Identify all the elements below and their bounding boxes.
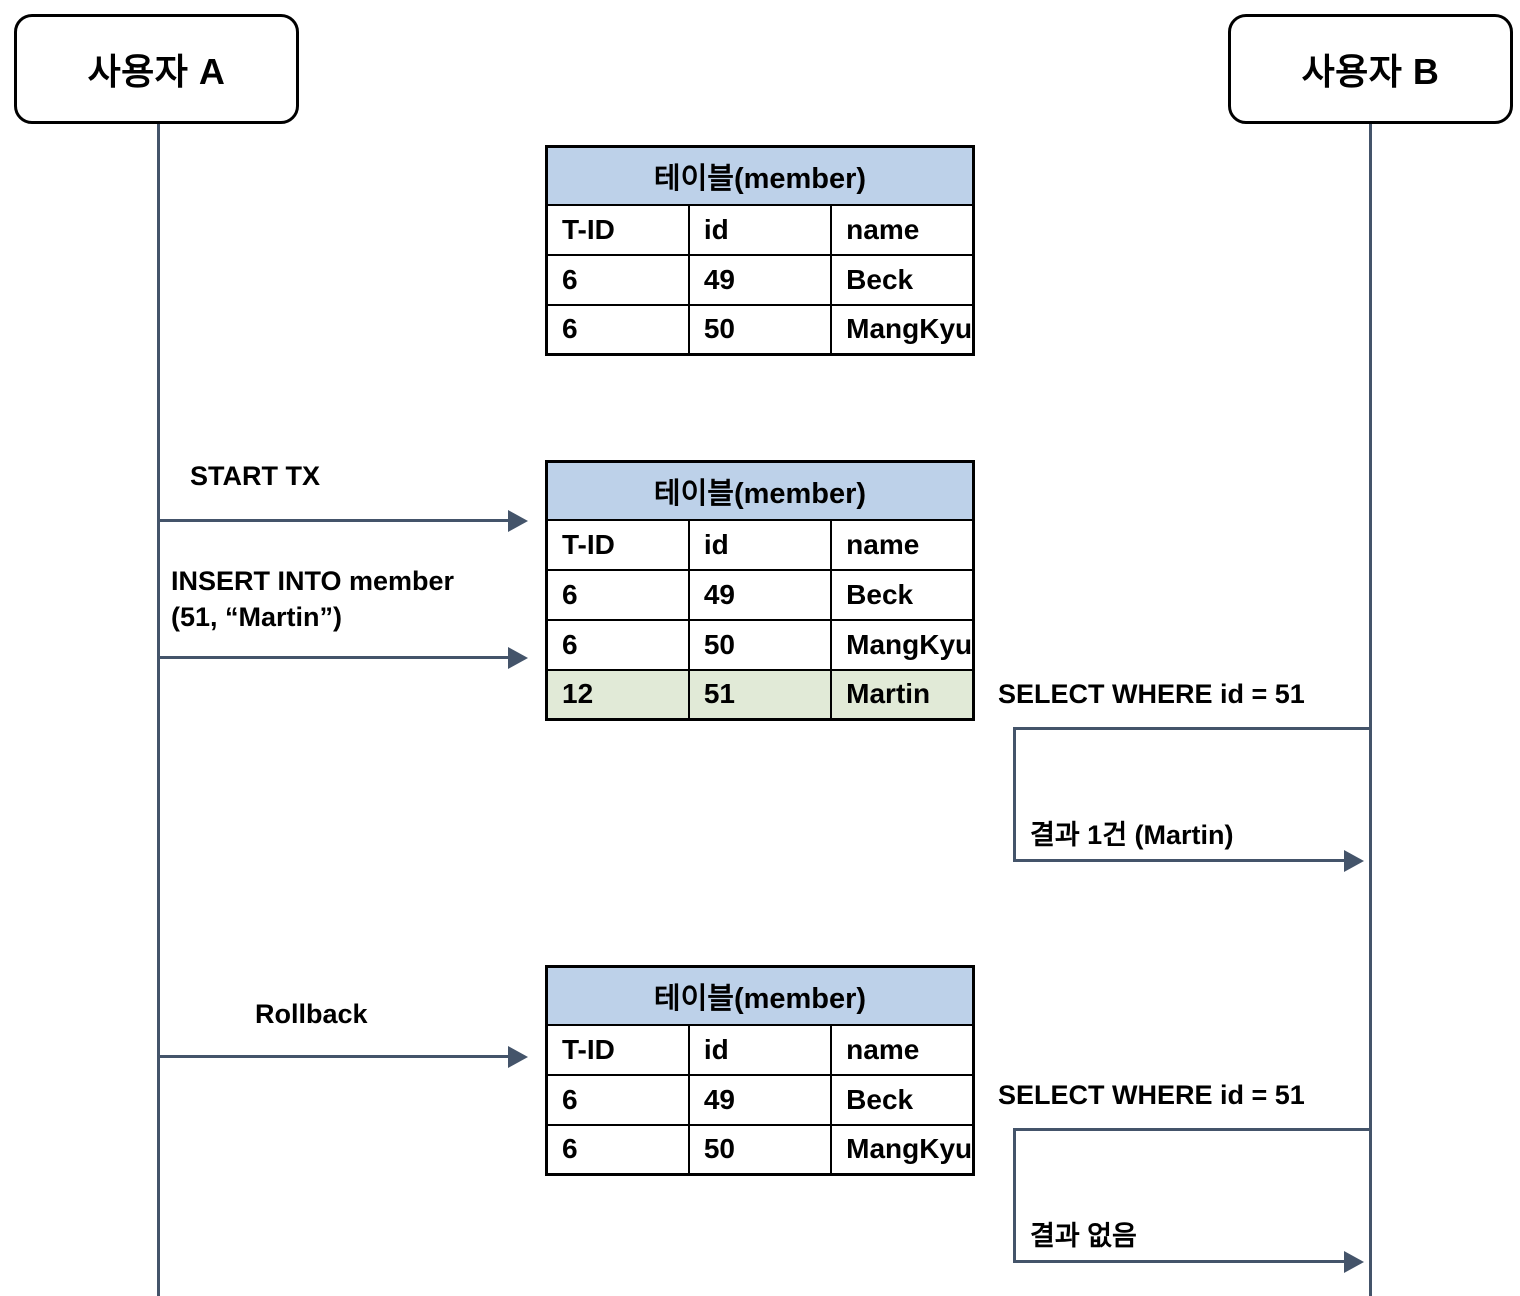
table-row: 6 50 MangKyu (545, 303, 975, 356)
message-label-rollback: Rollback (255, 999, 368, 1029)
lifeline-user-b (1369, 124, 1372, 1296)
cell-name: MangKyu (830, 303, 975, 356)
actor-user-b-label: 사용자 B (1301, 51, 1440, 92)
actor-user-a: 사용자 A (14, 14, 299, 124)
table-title: 테이블(member) (545, 145, 975, 206)
table-row-highlighted: 12 51 Martin (545, 668, 975, 721)
self-call-line-top-2 (1013, 1128, 1371, 1131)
cell-name: Martin (830, 668, 975, 721)
cell-name: MangKyu (830, 618, 975, 671)
column-header-name: name (830, 518, 975, 571)
self-call-label-select-2: SELECT WHERE id = 51 (998, 1080, 1305, 1110)
table-header-row: T-ID id name (545, 1023, 975, 1076)
self-call-result-label-1: 결과 1건 (Martin) (1030, 820, 1234, 850)
table-title: 테이블(member) (545, 965, 975, 1026)
cell-id: 50 (687, 1123, 833, 1176)
table-title-row: 테이블(member) (545, 460, 975, 521)
message-label-start-tx: START TX (190, 461, 320, 491)
column-header-id: id (687, 518, 833, 571)
member-table-with-uncommitted-row: 테이블(member) T-ID id name 6 49 Beck 6 50 … (545, 460, 975, 721)
member-table-after-rollback: 테이블(member) T-ID id name 6 49 Beck 6 50 … (545, 965, 975, 1176)
table-row: 6 50 MangKyu (545, 1123, 975, 1176)
cell-tid: 6 (545, 618, 690, 671)
cell-tid: 12 (545, 668, 690, 721)
table-row: 6 49 Beck (545, 1073, 975, 1126)
table-row: 6 50 MangKyu (545, 618, 975, 671)
cell-id: 49 (687, 253, 833, 306)
cell-name: Beck (830, 1073, 975, 1126)
cell-id: 51 (687, 668, 833, 721)
cell-id: 50 (687, 618, 833, 671)
message-arrow-start-tx (158, 519, 510, 522)
cell-tid: 6 (545, 1123, 690, 1176)
actor-user-b: 사용자 B (1228, 14, 1513, 124)
cell-tid: 6 (545, 568, 690, 621)
self-call-line-top-1 (1013, 727, 1371, 730)
cell-tid: 6 (545, 1073, 690, 1126)
cell-id: 50 (687, 303, 833, 356)
table-header-row: T-ID id name (545, 203, 975, 256)
table-row: 6 49 Beck (545, 253, 975, 306)
self-call-result-label-2: 결과 없음 (1030, 1221, 1137, 1251)
table-title-row: 테이블(member) (545, 145, 975, 206)
cell-tid: 6 (545, 303, 690, 356)
arrow-head-icon (1344, 850, 1364, 872)
self-call-line-bottom-1 (1013, 859, 1346, 862)
column-header-name: name (830, 203, 975, 256)
cell-tid: 6 (545, 253, 690, 306)
cell-name: Beck (830, 568, 975, 621)
actor-user-a-label: 사용자 A (87, 51, 226, 92)
arrow-head-icon (508, 510, 528, 532)
self-call-line-bottom-2 (1013, 1260, 1346, 1263)
table-header-row: T-ID id name (545, 518, 975, 571)
table-title-row: 테이블(member) (545, 965, 975, 1026)
column-header-tid: T-ID (545, 203, 690, 256)
message-label-insert: INSERT INTO member (51, “Martin”) (171, 566, 455, 632)
column-header-id: id (687, 203, 833, 256)
cell-name: Beck (830, 253, 975, 306)
table-title: 테이블(member) (545, 460, 975, 521)
message-arrow-insert (158, 656, 510, 659)
column-header-id: id (687, 1023, 833, 1076)
arrow-head-icon (508, 647, 528, 669)
cell-id: 49 (687, 568, 833, 621)
column-header-tid: T-ID (545, 518, 690, 571)
cell-name: MangKyu (830, 1123, 975, 1176)
column-header-tid: T-ID (545, 1023, 690, 1076)
arrow-head-icon (1344, 1251, 1364, 1273)
self-call-line-left-2 (1013, 1128, 1016, 1263)
arrow-head-icon (508, 1046, 528, 1068)
cell-id: 49 (687, 1073, 833, 1126)
column-header-name: name (830, 1023, 975, 1076)
lifeline-user-a (157, 124, 160, 1296)
self-call-line-left-1 (1013, 727, 1016, 862)
message-arrow-rollback (158, 1055, 510, 1058)
table-row: 6 49 Beck (545, 568, 975, 621)
self-call-label-select-1: SELECT WHERE id = 51 (998, 679, 1305, 709)
member-table-initial: 테이블(member) T-ID id name 6 49 Beck 6 50 … (545, 145, 975, 356)
